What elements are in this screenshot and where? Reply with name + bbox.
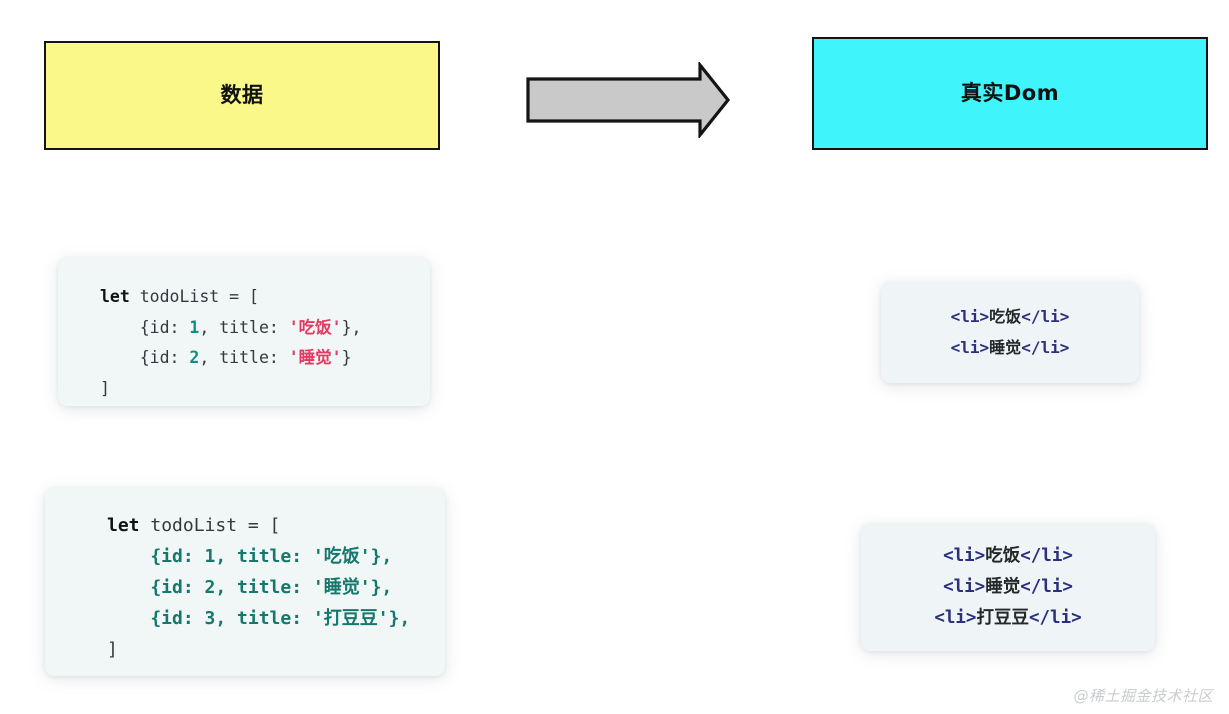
code-snippet-after: let todoList = [ {id: 1, title: '吃饭'}, {… bbox=[107, 510, 410, 665]
dom-open-tag: <li> bbox=[950, 338, 990, 357]
target-dom-box: 真实Dom bbox=[812, 37, 1208, 150]
code-line: ] bbox=[107, 639, 118, 660]
dom-close-tag: </li> bbox=[1020, 577, 1073, 597]
dom-item-text: 睡觉 bbox=[989, 338, 1022, 357]
dom-list-item: <li>打豆豆</li> bbox=[861, 603, 1155, 634]
code-token-plain: ] bbox=[107, 639, 118, 660]
dom-list-item: <li>吃饭</li> bbox=[861, 541, 1155, 572]
code-line: {id: 1, title: '吃饭'}, bbox=[107, 546, 392, 567]
source-data-box-label: 数据 bbox=[220, 83, 264, 107]
dom-list-item: <li>睡觉</li> bbox=[861, 572, 1155, 603]
source-data-box: 数据 bbox=[44, 41, 440, 150]
arrow-shape bbox=[526, 60, 731, 140]
code-token-plain: }, bbox=[341, 317, 362, 337]
dom-open-tag: <li> bbox=[934, 608, 977, 628]
code-token-str: '吃饭' bbox=[288, 317, 342, 337]
code-token-plain: , title: bbox=[199, 317, 289, 337]
dom-item-text: 吃饭 bbox=[985, 546, 1021, 566]
right-arrow-svg bbox=[526, 60, 731, 140]
target-dom-box-label: 真实Dom bbox=[960, 81, 1060, 105]
code-token-num: 2 bbox=[189, 348, 200, 367]
dom-list-item: <li>睡觉</li> bbox=[881, 332, 1139, 363]
dom-close-tag: </li> bbox=[1028, 608, 1082, 628]
code-snippet-before: let todoList = [ {id: 1, title: '吃饭'}, {… bbox=[100, 282, 362, 404]
dom-close-tag: </li> bbox=[1021, 307, 1070, 326]
code-token-plain: todoList = [ bbox=[139, 515, 281, 536]
code-token-kw: let bbox=[107, 515, 140, 536]
dom-item-text: 打豆豆 bbox=[976, 608, 1029, 628]
code-token-plain: ] bbox=[100, 378, 110, 398]
code-token-plain: {id: bbox=[100, 348, 190, 367]
code-line: let todoList = [ bbox=[107, 515, 280, 536]
code-line: ] bbox=[100, 379, 110, 398]
code-token-plain: todoList = [ bbox=[129, 287, 259, 306]
code-token-teal: {id: 2, title: '睡觉'}, bbox=[107, 577, 393, 598]
dom-card-after: <li>吃饭</li><li>睡觉</li><li>打豆豆</li> bbox=[861, 524, 1155, 651]
code-token-str: '睡觉' bbox=[288, 348, 342, 367]
dom-list-after: <li>吃饭</li><li>睡觉</li><li>打豆豆</li> bbox=[861, 541, 1155, 634]
code-card-after: let todoList = [ {id: 1, title: '吃饭'}, {… bbox=[45, 488, 445, 676]
dom-list-before: <li>吃饭</li><li>睡觉</li> bbox=[881, 301, 1139, 363]
code-token-plain: } bbox=[341, 348, 352, 367]
code-line: {id: 1, title: '吃饭'}, bbox=[100, 318, 362, 337]
dom-open-tag: <li> bbox=[943, 546, 986, 566]
code-token-kw: let bbox=[100, 287, 130, 306]
dom-close-tag: </li> bbox=[1021, 338, 1070, 357]
dom-list-item: <li>吃饭</li> bbox=[881, 301, 1139, 332]
code-token-teal: {id: 1, title: '吃饭'}, bbox=[107, 546, 393, 567]
dom-item-text: 吃饭 bbox=[989, 307, 1022, 326]
code-line: {id: 2, title: '睡觉'}, bbox=[107, 577, 392, 598]
code-token-plain: {id: bbox=[100, 317, 190, 337]
dom-close-tag: </li> bbox=[1020, 546, 1073, 566]
code-token-teal: {id: 3, title: '打豆豆'}, bbox=[107, 608, 411, 629]
code-line: {id: 3, title: '打豆豆'}, bbox=[107, 608, 410, 629]
dom-card-before: <li>吃饭</li><li>睡觉</li> bbox=[881, 282, 1139, 383]
code-card-before: let todoList = [ {id: 1, title: '吃饭'}, {… bbox=[58, 258, 430, 406]
right-arrow-icon bbox=[522, 60, 734, 140]
code-line: {id: 2, title: '睡觉'} bbox=[100, 348, 352, 367]
code-line: let todoList = [ bbox=[100, 287, 259, 306]
code-token-num: 1 bbox=[189, 317, 200, 337]
watermark: @稀土掘金技术社区 bbox=[1073, 687, 1213, 705]
code-token-plain: , title: bbox=[199, 348, 289, 367]
dom-item-text: 睡觉 bbox=[985, 577, 1021, 597]
dom-open-tag: <li> bbox=[950, 307, 990, 326]
dom-open-tag: <li> bbox=[943, 577, 986, 597]
